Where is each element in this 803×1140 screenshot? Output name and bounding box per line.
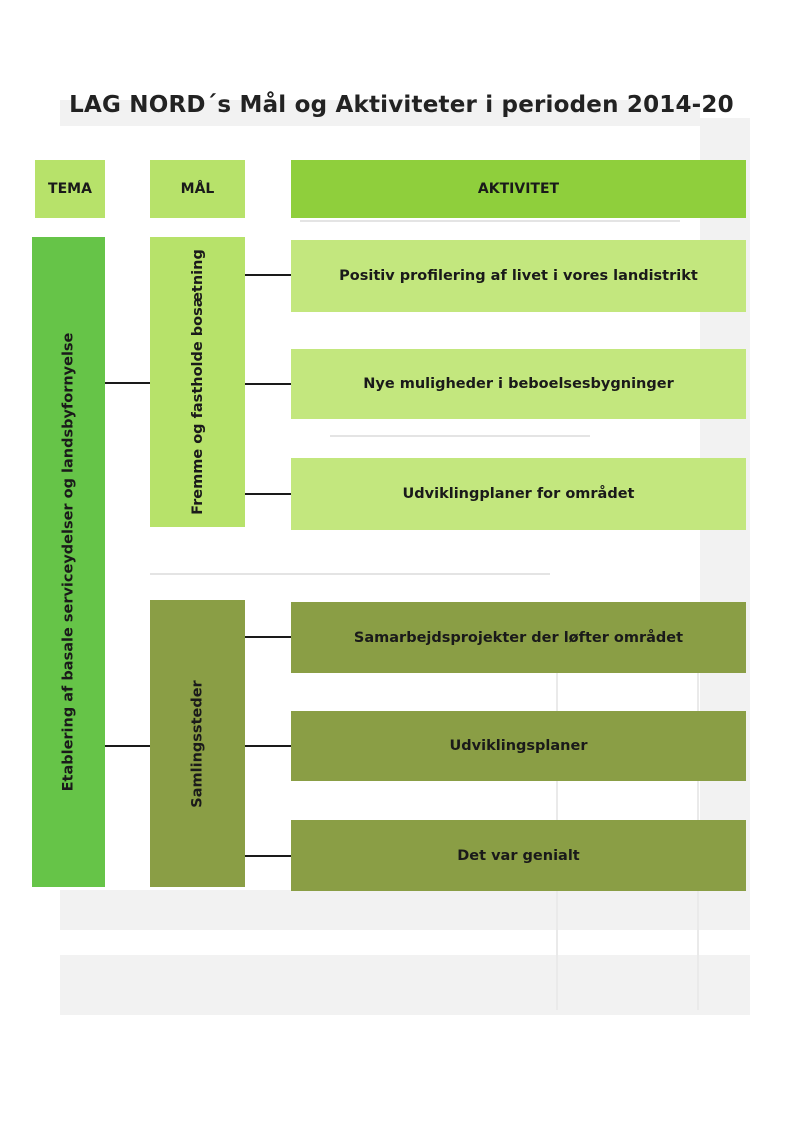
activity-box-1-2: Nye muligheder i beboelsesbygninger (291, 349, 746, 419)
connector-tema-goal-1 (105, 382, 150, 384)
connector-goal-1-activity-1 (245, 274, 291, 276)
header-maal: MÅL (150, 160, 245, 218)
activity-box-1-3: Udviklingplaner for området (291, 458, 746, 530)
activity-box-1-1: Positiv profilering af livet i vores lan… (291, 240, 746, 312)
activity-label-1-2: Nye muligheder i beboelsesbygninger (363, 376, 674, 392)
activity-label-2-1: Samarbejdsprojekter der løfter området (353, 629, 684, 646)
tema-label: Etablering af basale serviceydelser og l… (60, 332, 77, 792)
activity-label-2-3: Det var genialt (457, 847, 580, 864)
activity-box-2-1: Samarbejdsprojekter der løfter området (291, 602, 746, 673)
goal-label-2: Samlingssteder (189, 679, 206, 808)
connector-goal-1-activity-2 (245, 383, 291, 385)
header-maal-label: MÅL (180, 181, 215, 197)
activity-box-2-2: Udviklingsplaner (291, 711, 746, 781)
goal-label-1: Fremme og fastholde bosætning (189, 249, 206, 515)
page-title: LAG NORD´s Mål og Aktiviteter i perioden… (69, 92, 734, 118)
goal-box-2: Samlingssteder (150, 600, 245, 887)
activity-label-1-3: Udviklingplaner for området (402, 486, 635, 502)
connector-goal-2-activity-3 (245, 855, 291, 857)
connector-tema-goal-2 (105, 745, 150, 747)
header-aktivitet: AKTIVITET (291, 160, 746, 218)
connector-goal-2-activity-2 (245, 745, 291, 747)
header-tema: TEMA (35, 160, 105, 218)
activity-label-2-2: Udviklingsplaner (449, 738, 588, 754)
goal-box-1: Fremme og fastholde bosætning (150, 237, 245, 527)
connector-goal-1-activity-3 (245, 493, 291, 495)
tema-box: Etablering af basale serviceydelser og l… (32, 237, 105, 887)
activity-label-1-1: Positiv profilering af livet i vores lan… (339, 268, 698, 284)
header-aktivitet-label: AKTIVITET (477, 181, 560, 197)
connector-goal-2-activity-1 (245, 636, 291, 638)
header-tema-label: TEMA (48, 181, 92, 197)
activity-box-2-3: Det var genialt (291, 820, 746, 891)
